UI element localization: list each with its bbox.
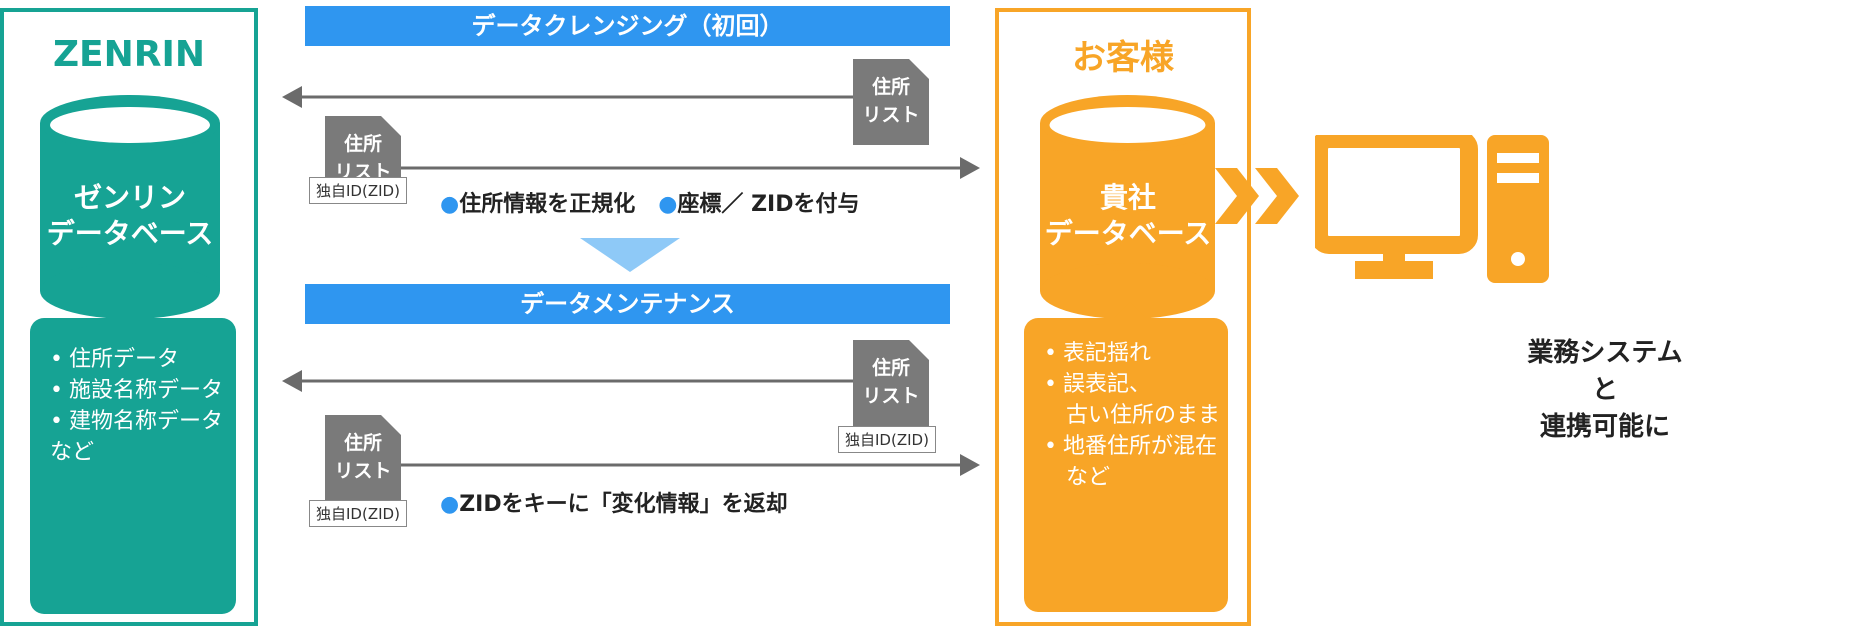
address-list-doc-icon: 住所リスト <box>853 59 929 145</box>
banner-data-cleansing: データクレンジング（初回） <box>305 6 950 46</box>
customer-database-line1: 貴社 <box>1099 181 1156 214</box>
zenrin-database-line2: データベース <box>46 217 214 250</box>
customer-panel <box>995 8 1251 626</box>
list-item: • 誤表記、 <box>1044 372 1152 397</box>
caption-return-changes: ●ZIDをキーに「変化情報」を返却 <box>440 492 788 517</box>
arrow-left-maintenance <box>282 370 860 392</box>
list-item-tail: など <box>50 440 95 465</box>
zenrin-database-label: ゼンリン データベース <box>30 180 230 252</box>
list-item: • 施設名称データ <box>50 378 224 403</box>
zenrin-panel <box>0 8 258 626</box>
list-item-continuation: 古い住所のまま <box>1066 403 1221 428</box>
list-item: • 表記揺れ <box>1044 341 1152 366</box>
customer-note-pointer <box>1110 302 1150 322</box>
zenrin-data-list: • 住所データ • 施設名称データ • 建物名称データ など <box>30 318 236 614</box>
system-label-line1: 業務システムと <box>1527 338 1683 405</box>
customer-database-icon <box>1040 95 1215 319</box>
zenrin-brand: ZENRIN <box>52 34 206 75</box>
list-item: • 住所データ <box>50 347 180 372</box>
arrow-right-initial <box>400 157 980 179</box>
address-list-doc-icon: 住所リスト <box>853 340 929 426</box>
banner-data-maintenance: データメンテナンス <box>305 284 950 324</box>
list-item: • 地番住所が混在 <box>1044 434 1218 459</box>
system-label-line2: 連携可能に <box>1539 412 1670 442</box>
double-chevron-right-icon <box>1215 168 1299 224</box>
customer-database-label: 貴社 データベース <box>1028 180 1228 252</box>
zenrin-database-icon <box>40 95 220 319</box>
zid-tag: 独自ID(ZID) <box>838 426 936 453</box>
zenrin-database-line1: ゼンリン <box>73 181 186 214</box>
list-item: • 建物名称データ <box>50 409 224 434</box>
customer-brand: お客様 <box>1072 38 1174 78</box>
down-triangle-icon <box>580 238 680 272</box>
system-integration-label: 業務システムと 連携可能に <box>1525 335 1685 446</box>
zenrin-note-pointer <box>118 302 158 322</box>
customer-database-line2: データベース <box>1044 217 1212 250</box>
address-list-doc-icon: 住所リスト <box>325 415 401 501</box>
computer-icon <box>1315 135 1549 283</box>
caption-normalize: ●住所情報を正規化 ●座標／ ZIDを付与 <box>440 192 860 217</box>
arrow-left-initial <box>282 86 860 108</box>
list-item-tail: など <box>1066 465 1111 490</box>
zid-tag: 独自ID(ZID) <box>309 500 407 527</box>
arrow-right-maintenance <box>400 454 980 476</box>
customer-issue-list: • 表記揺れ • 誤表記、 古い住所のまま • 地番住所が混在 など <box>1024 318 1228 612</box>
zid-tag: 独自ID(ZID) <box>309 177 407 204</box>
